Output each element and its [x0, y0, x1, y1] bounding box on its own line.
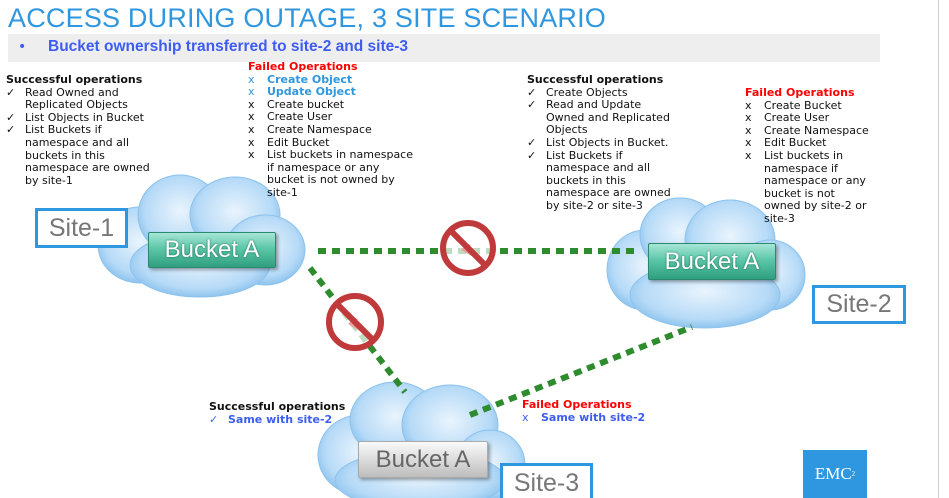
item-text: List buckets in namespace if namespace o… — [267, 148, 414, 199]
cross-icon: x — [522, 410, 529, 424]
list-item: x Edit Bucket — [745, 137, 870, 150]
bucket-site-2[interactable]: Bucket A — [648, 243, 776, 280]
cross-icon: x — [745, 111, 752, 125]
list-item: ✓ Create Objects — [527, 85, 682, 100]
cross-icon: x — [745, 136, 752, 150]
site2-successful-ops: Successful operations ✓ Create Objects ✓ Re… — [527, 73, 682, 213]
cross-icon: x — [745, 123, 752, 137]
item-text: Read Owned and Replicated Objects — [25, 85, 128, 112]
link-down-icon — [326, 293, 384, 351]
ops-header: Failed Operations — [522, 398, 632, 411]
item-text: Create User — [764, 111, 830, 125]
list-item: ✓ List Buckets if namespace and all bucke… — [527, 148, 682, 213]
cross-icon: x — [248, 85, 255, 99]
cross-icon: x — [248, 110, 255, 124]
list-item: x Same with site-2 — [522, 410, 672, 425]
list-item: x Update Object — [248, 85, 418, 99]
check-icon: ✓ — [6, 85, 16, 99]
check-icon: ✓ — [527, 98, 537, 112]
item-text: Create bucket — [267, 97, 345, 111]
item-text: Edit Bucket — [267, 135, 330, 149]
item-text: Edit Bucket — [764, 136, 827, 150]
check-icon: ✓ — [527, 85, 537, 99]
ops-header: Failed Operations — [248, 60, 358, 73]
item-text: List Buckets if namespace and all bucket… — [25, 123, 150, 187]
site3-failed-ops: Failed Operations x Same with site-2 — [522, 398, 672, 425]
item-text: Create Objects — [546, 85, 628, 99]
bullet-icon: • — [18, 39, 27, 55]
check-icon: ✓ — [527, 135, 537, 149]
item-text: Create Bucket — [764, 98, 842, 112]
cross-icon: x — [248, 72, 255, 86]
check-icon: ✓ — [6, 123, 16, 137]
cross-icon: x — [248, 97, 255, 111]
check-icon: ✓ — [527, 148, 537, 162]
list-item: x Create Object — [248, 72, 418, 87]
cross-icon: x — [248, 122, 255, 136]
ops-list: ✓ Create Objects ✓ Read and Update Owned an… — [527, 85, 682, 213]
subtitle-bar — [8, 34, 880, 62]
site-1-label: Site-1 — [35, 208, 128, 248]
list-item: ✓ List Objects in Bucket — [6, 110, 156, 125]
list-item: x Create User — [248, 111, 418, 124]
list-item: x List buckets in namespace if namespace … — [745, 148, 870, 226]
item-text: Same with site-2 — [541, 410, 646, 424]
item-text: Read and Update Owned and Replicated Obj… — [546, 98, 670, 137]
site1-successful-ops: Successful operations ✓ Read Owned and Re… — [6, 73, 156, 188]
list-item: x Create Bucket — [745, 98, 870, 113]
item-text: List Objects in Bucket. — [546, 135, 669, 149]
slide-title: ACCESS DURING OUTAGE, 3 SITE SCENARIO — [8, 3, 606, 33]
list-item: ✓ Read Owned and Replicated Objects — [6, 85, 156, 112]
item-text: Same with site-2 — [228, 412, 333, 426]
site-3-label: Site-3 — [500, 463, 593, 498]
item-text: List Objects in Bucket — [25, 110, 144, 124]
list-item: x List buckets in namespace if namespace … — [248, 148, 418, 199]
link-site3-site2 — [468, 324, 694, 418]
cross-icon: x — [745, 98, 752, 112]
ops-header: Failed Operations — [745, 86, 855, 99]
link-down-icon — [440, 220, 496, 276]
subtitle: Bucket ownership transferred to site-2 a… — [48, 38, 409, 55]
list-item: ✓ List Buckets if namespace and all bucke… — [6, 124, 156, 187]
ops-header: Successful operations — [209, 400, 346, 413]
item-text: Create Object — [267, 72, 353, 86]
cross-icon: x — [745, 148, 752, 162]
item-text: Create Namespace — [764, 123, 869, 137]
list-item: x Edit Bucket — [248, 135, 418, 150]
bucket-site-1[interactable]: Bucket A — [148, 232, 276, 268]
item-text: List Buckets if namespace and all bucket… — [546, 148, 671, 212]
site-2-label: Site-2 — [812, 285, 906, 324]
bucket-site-3[interactable]: Bucket A — [358, 441, 488, 478]
divider — [938, 0, 939, 498]
cloud-site-3 — [317, 381, 526, 498]
ops-header: Successful operations — [6, 73, 143, 86]
list-item: ✓ List Objects in Bucket. — [527, 135, 682, 150]
list-item: x Create User — [745, 111, 870, 125]
site3-successful-ops: Successful operations ✓ Same with site-2 — [209, 400, 359, 427]
check-icon: ✓ — [6, 110, 16, 124]
cross-icon: x — [248, 148, 255, 162]
list-item: x Create Namespace — [248, 122, 418, 137]
check-icon: ✓ — [209, 412, 219, 426]
link-site1-site3 — [307, 266, 408, 394]
ops-header: Successful operations — [527, 73, 664, 86]
item-text: Create Namespace — [267, 122, 372, 136]
list-item: ✓ Same with site-2 — [209, 412, 359, 427]
list-item: ✓ Read and Update Owned and Replicated Ob… — [527, 98, 682, 137]
item-text: List buckets in namespace if namespace o… — [764, 148, 867, 225]
item-text: Create User — [267, 110, 333, 124]
item-text: Update Object — [267, 85, 356, 99]
ops-list: ✓ Same with site-2 — [209, 412, 359, 427]
cross-icon: x — [248, 135, 255, 149]
ops-list: ✓ Read Owned and Replicated Objects ✓ List … — [6, 85, 156, 188]
list-item: x Create Namespace — [745, 123, 870, 138]
ops-list: x Same with site-2 — [522, 410, 672, 425]
list-item: x Create bucket — [248, 97, 418, 112]
